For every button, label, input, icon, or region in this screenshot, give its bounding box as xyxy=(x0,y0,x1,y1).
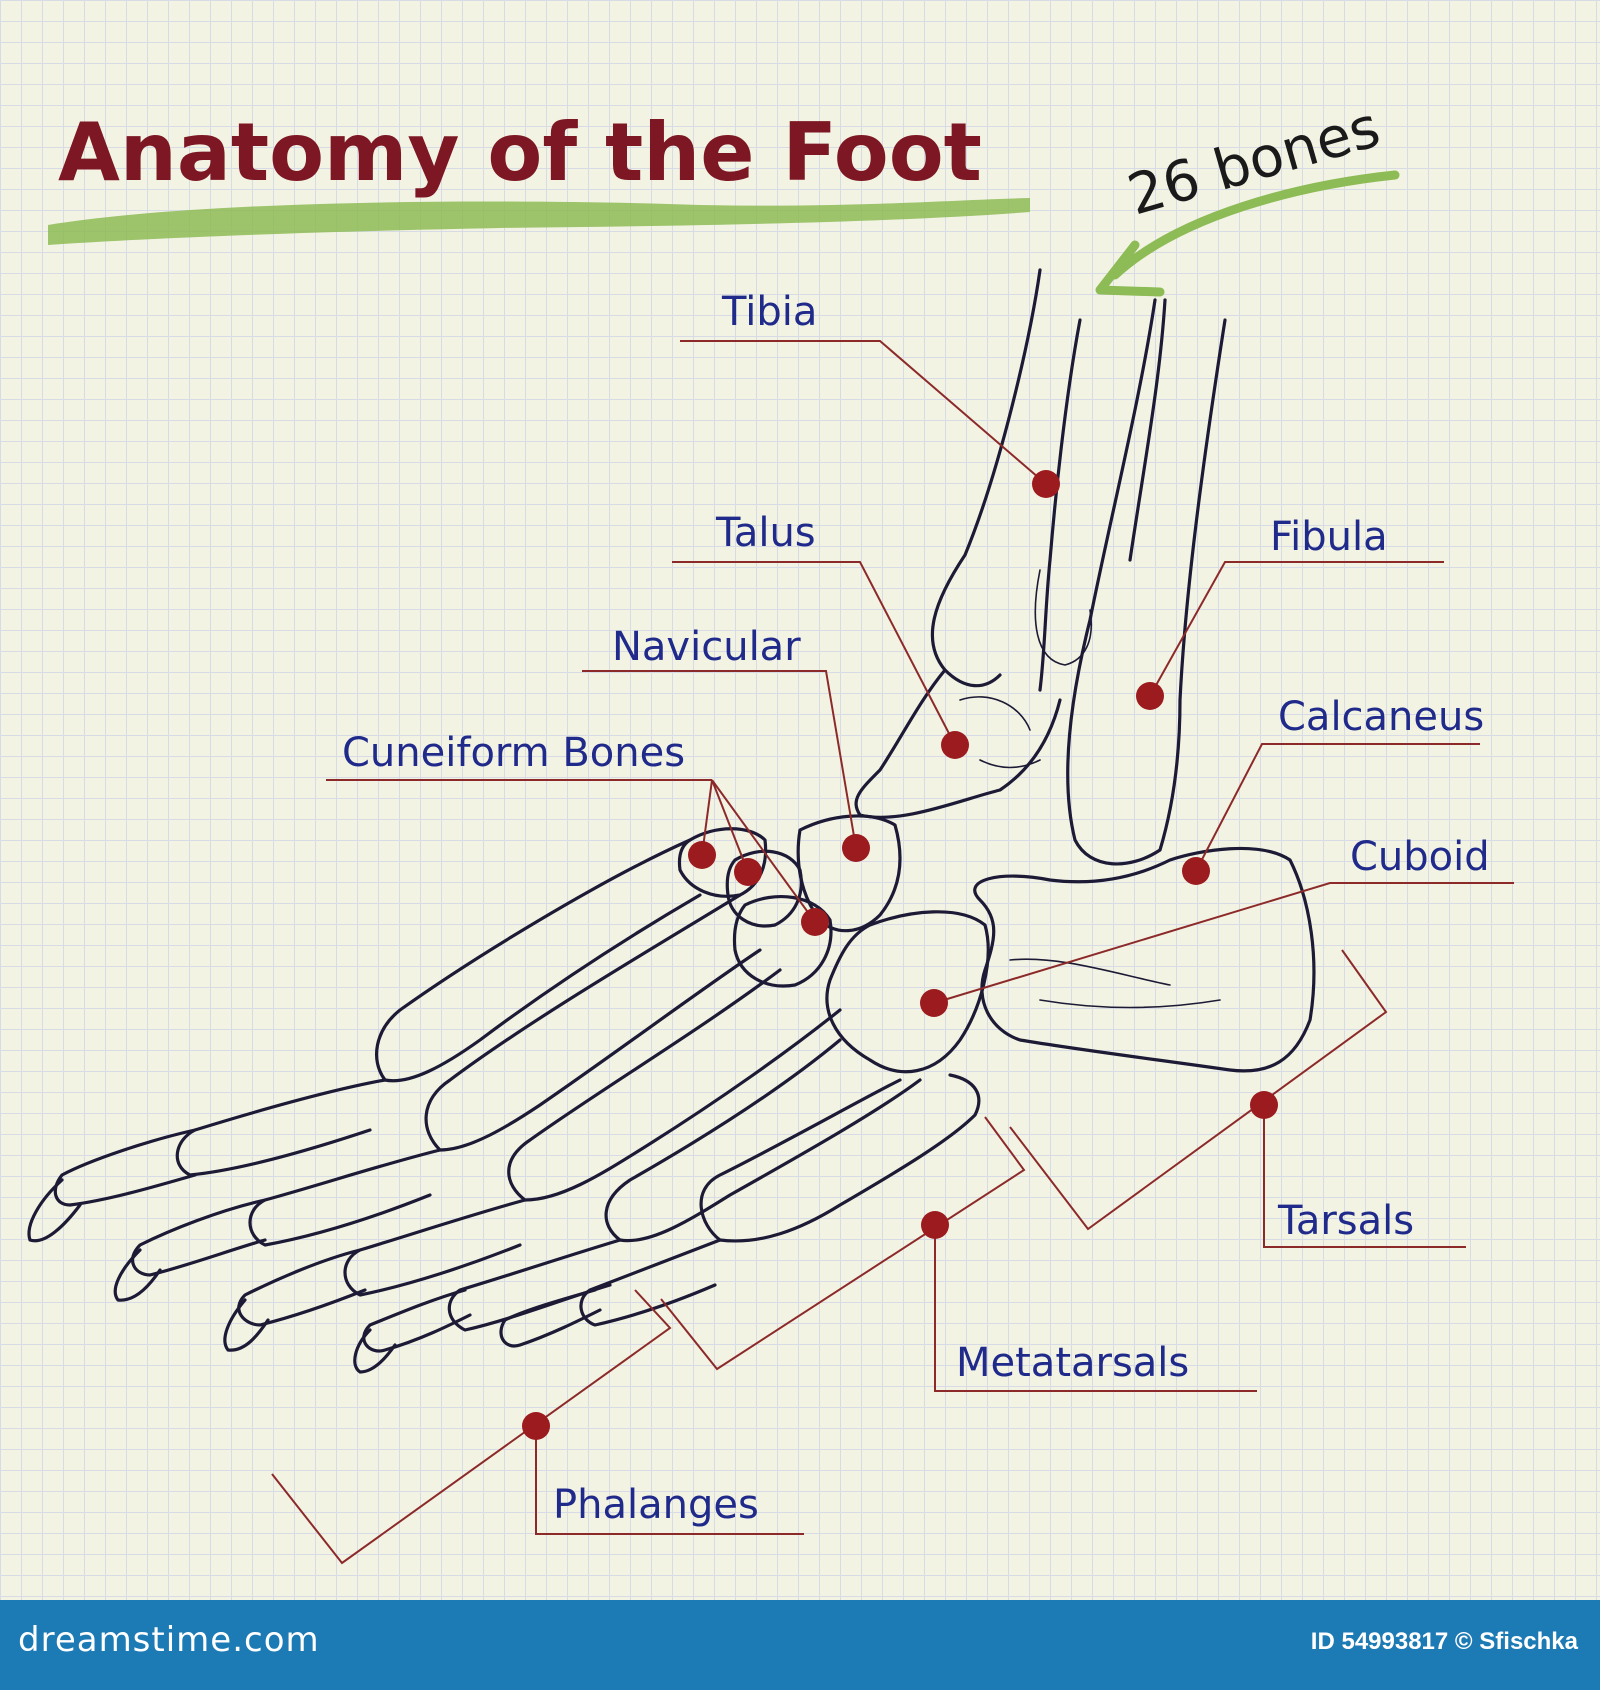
footer-site: dreamstime.com xyxy=(18,1620,320,1660)
calcaneus-detail xyxy=(1009,958,1221,1009)
phalanx-distal-1 xyxy=(53,1128,197,1207)
bone-count-note: 26 bones xyxy=(1121,95,1387,229)
phalanx-proximal-3 xyxy=(343,1198,527,1297)
phalanx-proximal-2 xyxy=(248,1148,442,1247)
tibia-notch xyxy=(1034,569,1092,666)
cuneiform-leader-c xyxy=(711,779,816,923)
metatarsals-bracket xyxy=(660,1116,1026,1371)
navicular-leader xyxy=(582,670,857,849)
phalanges-leader xyxy=(535,1426,804,1535)
phalanges-marker xyxy=(522,1412,550,1440)
foot-skeleton xyxy=(27,268,1316,1374)
label-tibia: Tibia xyxy=(721,289,817,335)
metatarsal-5 xyxy=(699,1073,981,1243)
label-cuneiform: Cuneiform Bones xyxy=(342,730,685,776)
phalanx-distal-5 xyxy=(499,1288,602,1348)
cuneiform-leader-b xyxy=(711,779,749,873)
cuneiform-marker-2 xyxy=(734,858,762,886)
phalanx-proximal-1 xyxy=(175,1078,387,1177)
label-tarsals: Tarsals xyxy=(1277,1198,1414,1244)
tibia-leader xyxy=(680,340,1047,485)
footer-id: ID 54993817 xyxy=(1310,1628,1449,1655)
cuneiform-intermediate xyxy=(725,849,803,928)
calcaneus-bone xyxy=(973,846,1316,1073)
label-talus: Talus xyxy=(715,510,816,556)
page-title: Anatomy of the Foot xyxy=(58,106,982,199)
annotations xyxy=(271,340,1514,1565)
tarsals-leader xyxy=(1263,1105,1466,1248)
metatarsal-1 xyxy=(375,838,702,1083)
metatarsals-leader xyxy=(934,1225,1257,1392)
phalanx-distal-4 xyxy=(362,1288,472,1353)
fibula-leader xyxy=(1149,561,1444,697)
footer-bar: dreamstime.com ID 54993817 © Sfischka xyxy=(0,1600,1600,1690)
grid-paper-background xyxy=(0,0,1600,1600)
label-fibula: Fibula xyxy=(1270,514,1388,560)
foot-anatomy-diagram: Anatomy of the Foot 26 bones xyxy=(27,95,1514,1565)
metatarsals-marker xyxy=(921,1211,949,1239)
tarsals-bracket xyxy=(1009,949,1388,1231)
label-phalanges: Phalanges xyxy=(553,1482,759,1528)
tibia-bone-back xyxy=(1038,318,1082,692)
calcaneus-marker xyxy=(1182,857,1210,885)
toe-tip-3 xyxy=(223,1298,270,1352)
talus-leader xyxy=(672,561,956,746)
cuboid-leader xyxy=(933,882,1514,1004)
footer-credit: ID 54993817 © Sfischka xyxy=(1311,1628,1578,1656)
label-calcaneus: Calcaneus xyxy=(1278,694,1484,740)
cuboid-bone xyxy=(825,910,990,1074)
phalanx-distal-2 xyxy=(131,1198,267,1277)
metatarsal-2 xyxy=(424,893,762,1152)
toe-tip-2 xyxy=(113,1248,162,1302)
cuneiform-marker-1 xyxy=(688,841,716,869)
footer-author: © Sfischka xyxy=(1454,1628,1578,1655)
navicular-bone xyxy=(796,814,902,933)
tarsals-marker xyxy=(1250,1091,1278,1119)
navicular-marker xyxy=(842,834,870,862)
cuneiform-lateral xyxy=(732,894,833,988)
talus-detail xyxy=(959,696,1041,769)
phalanx-proximal-5 xyxy=(579,1238,722,1327)
cuboid-marker xyxy=(920,989,948,1017)
calcaneus-leader xyxy=(1195,743,1480,872)
phalanges-bracket xyxy=(271,1289,672,1565)
tibia-bone xyxy=(930,268,1042,688)
phalanx-distal-3 xyxy=(237,1248,367,1327)
label-cuboid: Cuboid xyxy=(1350,834,1490,880)
fibula-bone xyxy=(1066,298,1227,866)
toe-tip-1 xyxy=(27,1178,82,1243)
toe-tip-4 xyxy=(353,1328,397,1374)
label-navicular: Navicular xyxy=(612,624,801,670)
phalanx-proximal-4 xyxy=(447,1238,622,1332)
cuneiform-marker-3 xyxy=(801,908,829,936)
fibula-bone-back xyxy=(1128,298,1167,562)
label-metatarsals: Metatarsals xyxy=(956,1340,1189,1386)
talus-marker xyxy=(941,731,969,759)
tibia-marker xyxy=(1032,470,1060,498)
title-highlight xyxy=(48,198,1030,245)
bone-count-arrow xyxy=(1095,170,1400,297)
fibula-marker xyxy=(1136,682,1164,710)
